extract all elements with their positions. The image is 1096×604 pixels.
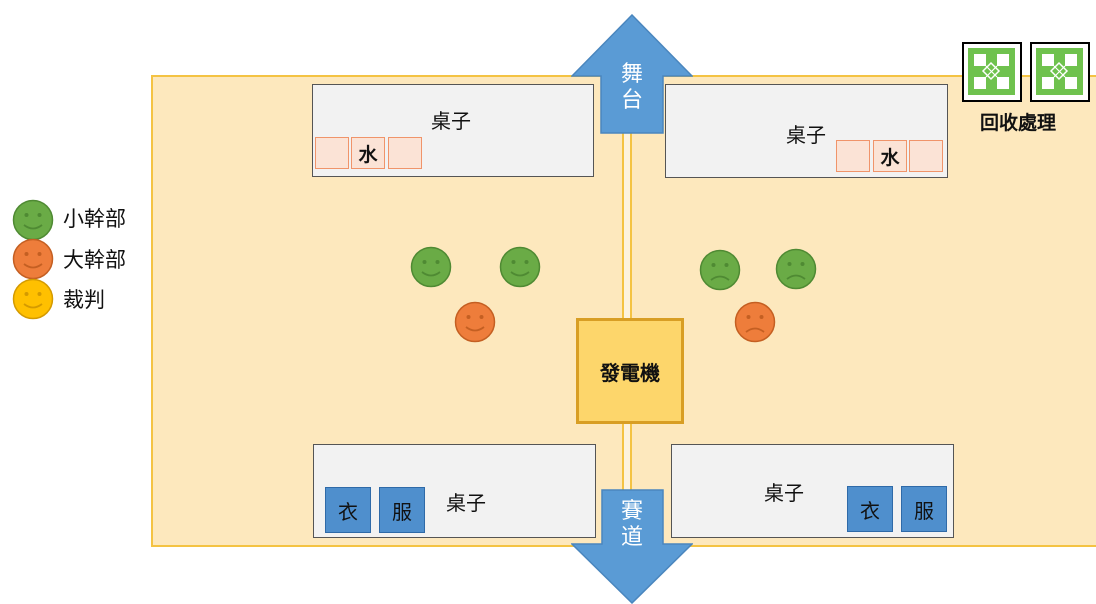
water-slot: 水 xyxy=(873,140,907,172)
senior-staff-smile-icon xyxy=(454,301,496,343)
clothes-box: 服 xyxy=(379,487,425,533)
junior-staff-smile-icon xyxy=(499,246,541,288)
legend-senior-staff-label: 大幹部 xyxy=(63,248,126,272)
table-bottom-right: 桌子 衣 服 xyxy=(671,444,954,538)
stage-arrow: 舞台 xyxy=(571,14,693,134)
recycle-label: 回收處理 xyxy=(980,112,1057,134)
legend-junior-staff-icon xyxy=(12,199,54,241)
legend-referee-icon xyxy=(12,278,54,320)
generator: 發電機 xyxy=(576,318,684,424)
generator-label: 發電機 xyxy=(600,360,660,385)
clothes-box: 服 xyxy=(901,486,947,532)
water-slot-empty xyxy=(836,140,870,172)
table-label: 桌子 xyxy=(431,109,471,133)
table-top-left: 桌子 水 xyxy=(312,84,594,177)
legend-junior-staff-label: 小幹部 xyxy=(63,207,126,231)
water-slot-empty xyxy=(315,137,349,169)
senior-staff-frown-icon xyxy=(734,301,776,343)
clothes-box: 衣 xyxy=(325,487,371,533)
legend-senior-staff-icon xyxy=(12,238,54,280)
legend-referee-label: 裁判 xyxy=(63,288,105,312)
junior-staff-frown-icon xyxy=(775,248,817,290)
table-top-right: 桌子 水 xyxy=(665,84,948,178)
track-label: 賽道 xyxy=(620,499,643,550)
water-slot-empty xyxy=(388,137,422,169)
junior-staff-frown-icon xyxy=(699,249,741,291)
center-path-top xyxy=(622,130,632,319)
center-path-bottom xyxy=(622,424,632,494)
table-label: 桌子 xyxy=(786,123,826,147)
clothes-box: 衣 xyxy=(847,486,893,532)
junior-staff-smile-icon xyxy=(410,246,452,288)
table-label: 桌子 xyxy=(764,481,804,505)
water-slot: 水 xyxy=(351,137,385,169)
water-slot-empty xyxy=(909,140,943,172)
recycle-bin-icon xyxy=(962,42,1022,102)
table-bottom-left: 桌子 衣 服 xyxy=(313,444,596,538)
table-label: 桌子 xyxy=(446,491,486,515)
track-arrow: 賽道 xyxy=(571,489,693,604)
recycle-bin-icon xyxy=(1030,42,1090,102)
stage-label: 舞台 xyxy=(620,62,643,113)
